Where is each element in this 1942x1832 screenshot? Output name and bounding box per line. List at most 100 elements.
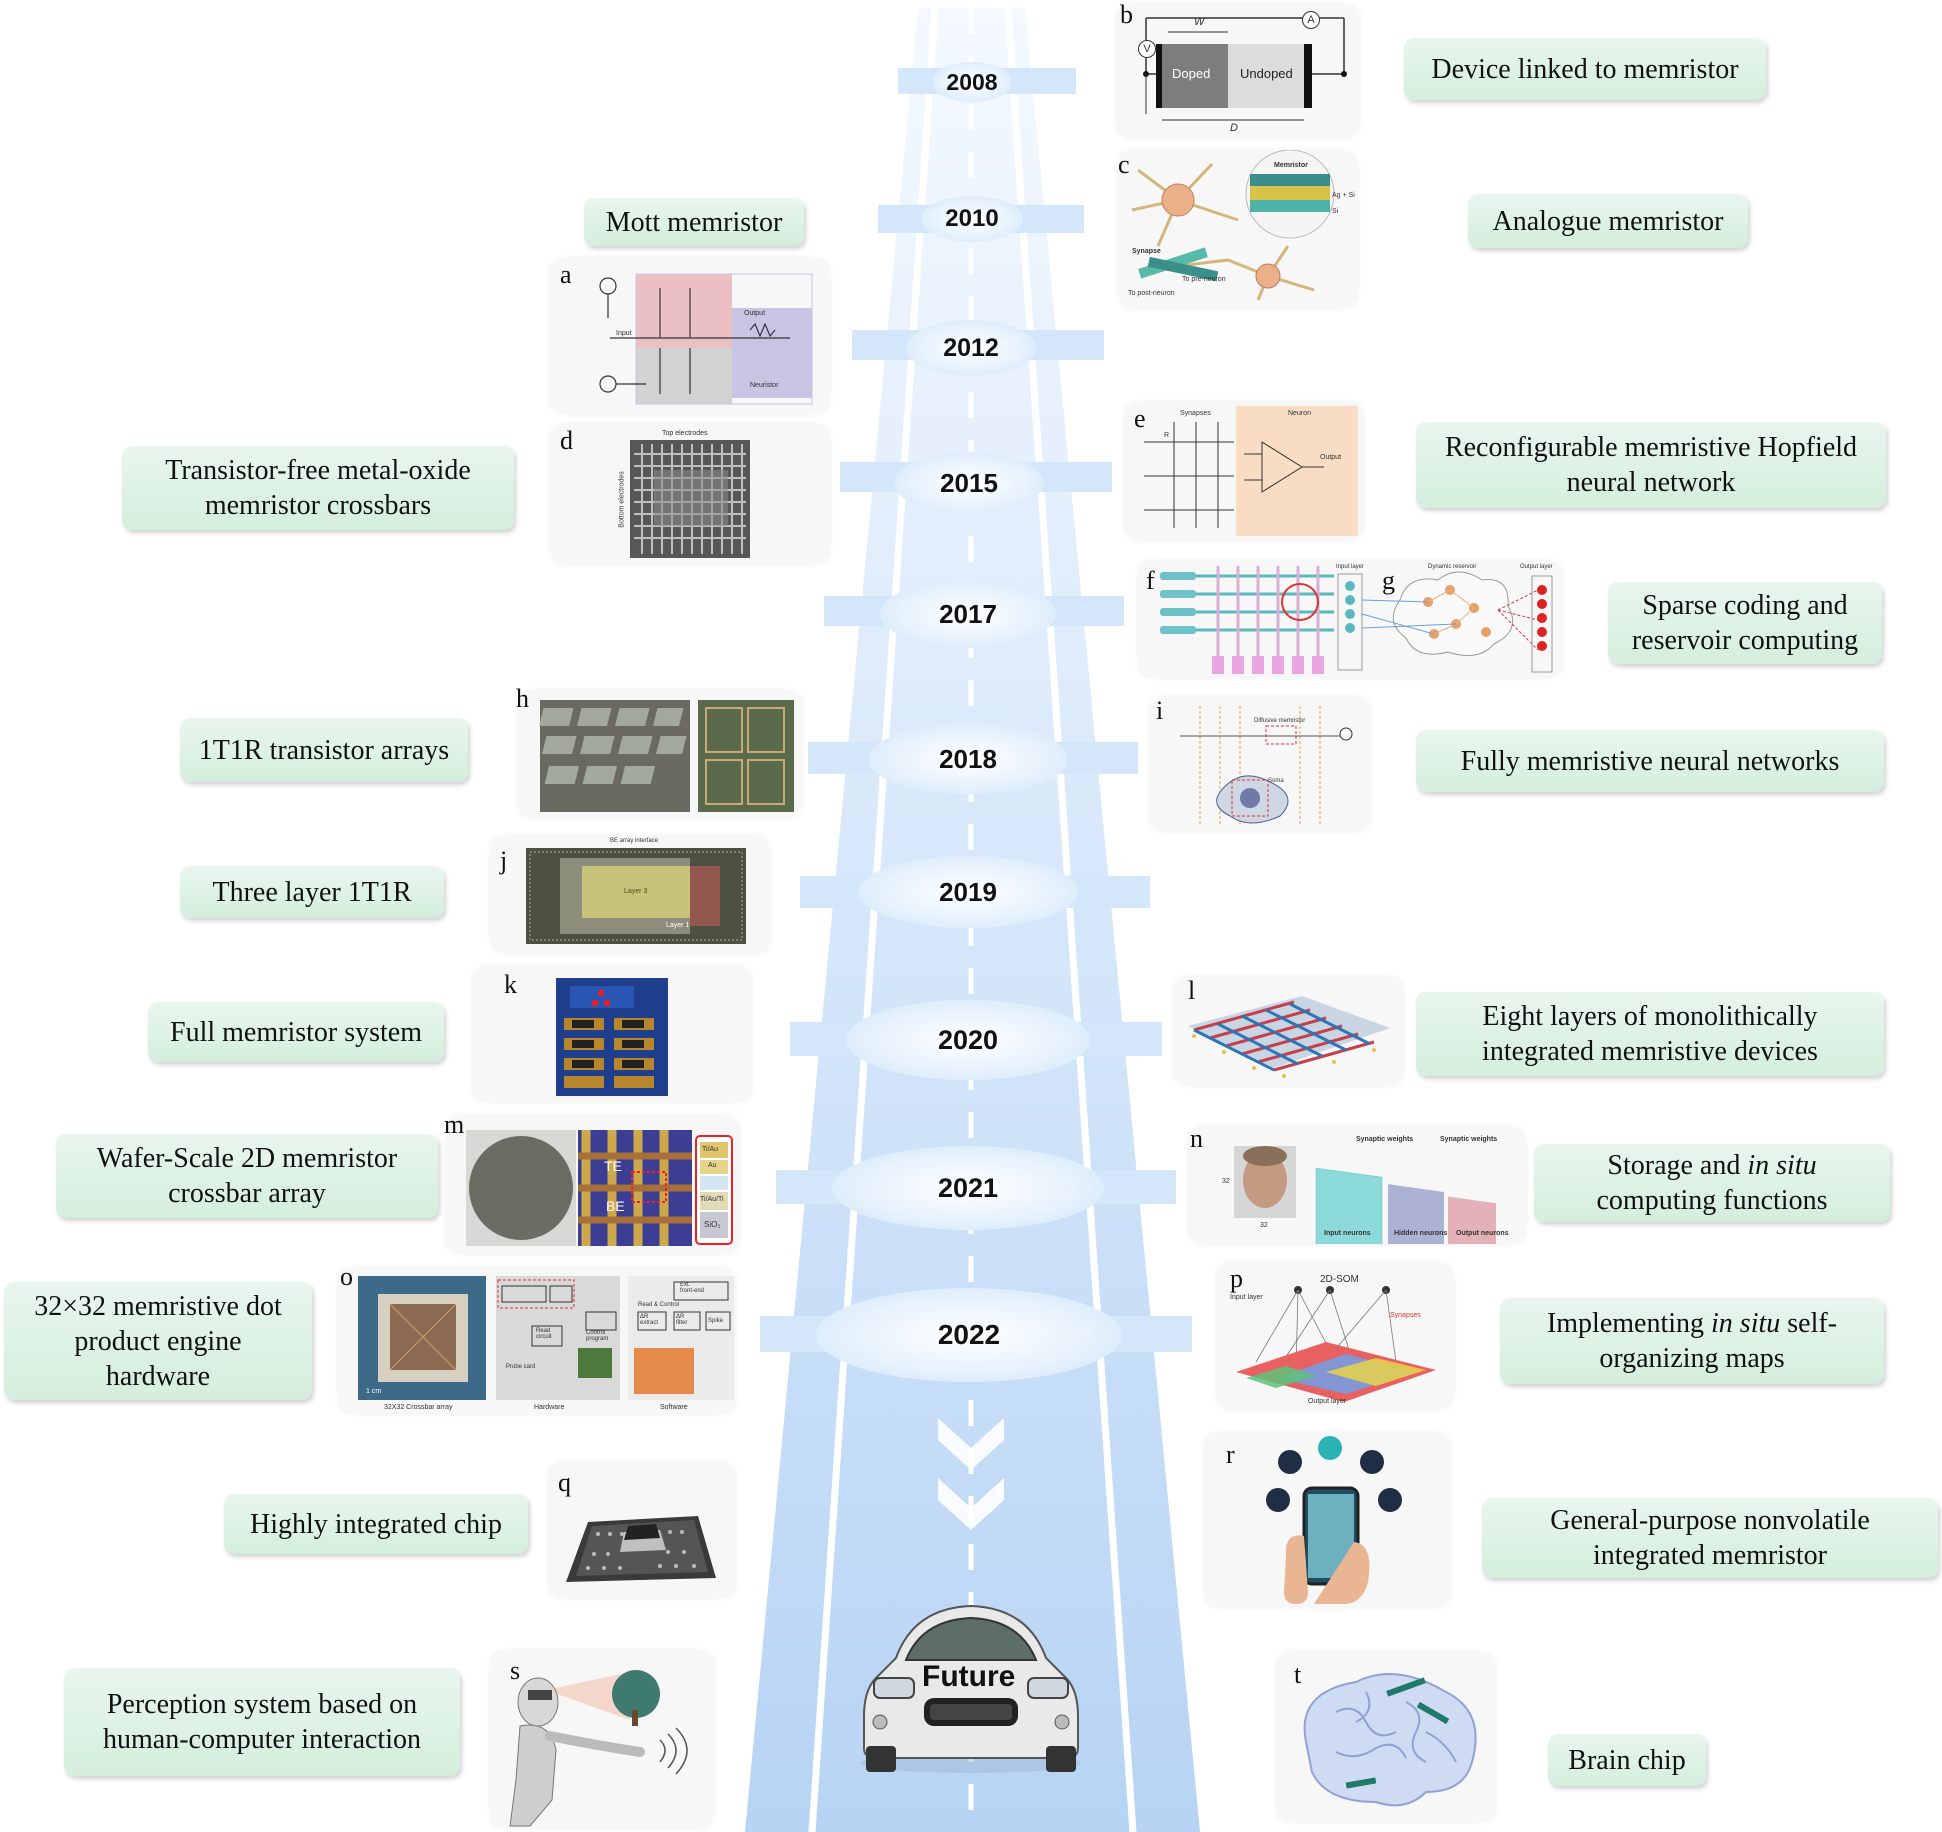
panel-letter-i: i [1156, 696, 1164, 725]
c-memristor: Memristor [1274, 162, 1308, 169]
label-perception: Perception system based on human-compute… [64, 1668, 460, 1776]
year-2012: 2012 [906, 320, 1036, 376]
panel-c: Memristor Ag + Si Si Synapse To pre-neur… [1118, 150, 1358, 308]
b-v: V [1138, 40, 1156, 58]
panel-letter-m: m [444, 1110, 465, 1139]
panel-p: 2D-SOM Input layer Synapses Output layer [1216, 1262, 1454, 1410]
o-ext: Ext. front-end [680, 1282, 705, 1294]
panel-q [548, 1462, 736, 1598]
label-full-system: Full memristor system [148, 1002, 444, 1062]
panel-letter-a: a [560, 260, 572, 289]
panel-letter-l: l [1188, 976, 1196, 1005]
panel-e: Synapses Neuron Output R [1124, 402, 1364, 540]
panel-fg: Input layer Dynamic reservoir Output lay… [1138, 560, 1562, 678]
m-sio2: SiO₂ [704, 1220, 721, 1229]
year-2019: 2019 [858, 856, 1078, 928]
e-output: Output [1320, 454, 1342, 461]
e-neuron: Neuron [1288, 410, 1311, 417]
panel-n: Synaptic weights Synaptic weights Input … [1188, 1126, 1526, 1244]
p-title: 2D-SOM [1320, 1274, 1359, 1285]
panel-letter-h: h [516, 684, 529, 713]
label-device-linked: Device linked to memristor [1404, 38, 1766, 100]
panel-letter-d: d [560, 426, 573, 455]
panel-h [518, 690, 802, 818]
d-top: Top electrodes [662, 430, 708, 437]
panel-letter-p: p [1230, 1264, 1243, 1293]
label-chip: Highly integrated chip [224, 1494, 528, 1554]
year-2010: 2010 [921, 196, 1023, 242]
panel-letter-s: s [510, 1656, 521, 1685]
a-output: Output [744, 310, 766, 317]
n-32a: 32 [1222, 1178, 1230, 1185]
c-pre: To pre-neuron [1182, 276, 1226, 283]
o-crossbar: 32X32 Crossbar array [384, 1404, 453, 1411]
storage-text-2: computing functions [1596, 1185, 1828, 1216]
panel-k [472, 966, 752, 1102]
m-tiauti: Ti/Au/Ti [700, 1196, 724, 1203]
i-soma: Soma [1268, 778, 1284, 784]
year-2017: 2017 [880, 580, 1056, 648]
panel-m: TE BE Ti/Au Au Ti/Au/Ti SiO₂ [446, 1116, 740, 1254]
year-2018: 2018 [868, 724, 1068, 794]
panel-b: W A V Doped Undoped D [1116, 4, 1360, 138]
b-a: A [1302, 11, 1320, 29]
panel-letter-r: r [1226, 1440, 1235, 1469]
m-tiau: Ti/Au [702, 1146, 719, 1153]
panel-r [1204, 1432, 1450, 1608]
n-syn2: Synaptic weights [1440, 1136, 1498, 1143]
year-2022: 2022 [816, 1288, 1122, 1382]
b-d: D [1230, 122, 1238, 134]
n-output: Output neurons [1456, 1230, 1509, 1237]
o-readcircuit: Read circuit [536, 1328, 552, 1340]
label-three-layer: Three layer 1T1R [180, 866, 444, 918]
panel-letter-b: b [1120, 0, 1133, 29]
n-syn1: Synaptic weights [1356, 1136, 1414, 1143]
label-analogue: Analogue memristor [1468, 194, 1748, 248]
p-input: Input layer [1230, 1294, 1263, 1301]
n-32b: 32 [1260, 1222, 1268, 1229]
label-mott: Mott memristor [584, 198, 804, 246]
j-layer1: Layer 1 [666, 922, 690, 929]
label-hopfield: Reconfigurable memristive Hopfield neura… [1416, 422, 1886, 508]
j-top: BE array interface [610, 838, 659, 844]
som-text-2: self- organizing maps [1599, 1308, 1838, 1374]
som-text-italic: in situ [1711, 1308, 1781, 1339]
n-input: Input neurons [1324, 1230, 1371, 1237]
label-dot-product: 32×32 memristive dot product engine hard… [4, 1282, 312, 1400]
panel-letter-e: e [1134, 404, 1146, 433]
c-post: To post-neuron [1128, 290, 1175, 297]
b-w: W [1194, 16, 1205, 28]
panel-letter-c: c [1118, 150, 1130, 179]
panel-letter-k: k [504, 970, 517, 999]
o-read: Read & Control [638, 1302, 680, 1308]
g-reservoir: Dynamic reservoir [1428, 564, 1477, 570]
label-transistor-free: Transistor-free metal-oxide memristor cr… [122, 446, 514, 530]
n-hidden: Hidden neurons [1394, 1230, 1448, 1237]
f-input-layer: Input layer [1336, 564, 1365, 570]
g-output-layer: Output layer [1520, 564, 1553, 570]
a-input: Input [616, 330, 632, 337]
panel-s [490, 1650, 714, 1828]
panel-letter-j: j [500, 846, 508, 875]
label-eight-layers: Eight layers of monolithically integrate… [1416, 992, 1884, 1076]
panel-letter-q: q [558, 1468, 571, 1497]
panel-a: Output Neuristor Input [550, 258, 830, 414]
p-synapses: Synapses [1390, 1312, 1421, 1319]
chevron-down-icon [938, 1418, 1004, 1530]
panel-letter-f: f [1146, 566, 1155, 595]
label-general: General-purpose nonvolatile integrated m… [1482, 1498, 1938, 1578]
o-spike: Spike [708, 1318, 724, 1324]
e-r: R [1164, 432, 1170, 439]
label-brain: Brain chip [1548, 1734, 1706, 1786]
panel-t [1276, 1652, 1496, 1822]
c-agsi: Ag + Si [1332, 192, 1355, 199]
road-edge-left [808, 7, 939, 1832]
o-hardware: Hardware [534, 1404, 565, 1411]
label-1t1r: 1T1R transistor arrays [180, 718, 468, 782]
m-be: BE [606, 1198, 625, 1214]
panel-i: Diffusive memristor Soma [1150, 696, 1370, 832]
o-cm: 1 cm [366, 1388, 382, 1395]
j-layer: Layer 3 [624, 888, 648, 895]
som-text-1: Implementing [1546, 1308, 1712, 1339]
panel-letter-t: t [1294, 1660, 1302, 1689]
